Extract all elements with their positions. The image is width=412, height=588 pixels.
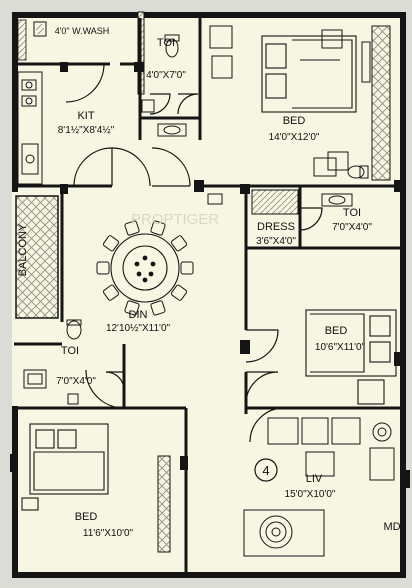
- exterior-walls: [12, 12, 406, 578]
- toilet-icon: [66, 34, 369, 340]
- floor-area: [12, 12, 406, 578]
- dining-table: [110, 233, 180, 303]
- dining-chairs: [96, 220, 194, 316]
- liv-label: LIV: [306, 473, 323, 485]
- dining-chair: [170, 235, 188, 252]
- washbasin-icon: [23, 123, 353, 389]
- balcony-area: [15, 195, 59, 319]
- bed1-label: BED: [283, 115, 306, 127]
- toi3-dim: 7'0"X4'0": [56, 376, 96, 387]
- stove-icon: [25, 81, 33, 105]
- wash-label: 4'0" W.WASH: [55, 26, 110, 36]
- washing-machine-icon: [33, 21, 47, 37]
- bed1-dim: 14'0"X12'0": [269, 132, 320, 143]
- toi1-dim: 4'0"X7'0": [146, 70, 186, 81]
- bed3-dim: 11'6"X10'0": [83, 528, 134, 539]
- watermark: PROPTIGER: [131, 211, 220, 228]
- armchair-icon: [209, 25, 371, 171]
- dining-chair: [102, 284, 120, 301]
- bed-furniture-1: [261, 35, 357, 113]
- dining-chair: [124, 220, 140, 236]
- door-swings: [65, 63, 323, 443]
- dining-chair: [180, 261, 194, 275]
- dresser-icon: [207, 189, 299, 215]
- toi2-label: TOI: [343, 207, 361, 219]
- dining-chair: [170, 284, 188, 301]
- kit-label: KIT: [77, 110, 94, 122]
- kit-dim: 8'1½"X8'4½": [58, 125, 115, 136]
- dining-chair: [150, 220, 166, 236]
- shower-icon: [67, 99, 337, 405]
- md-label: MD: [383, 521, 400, 533]
- dining-chair: [150, 300, 166, 316]
- bed-furniture-3: [21, 423, 109, 511]
- bed3-label: BED: [75, 511, 98, 523]
- rug-icon: [243, 509, 325, 557]
- toi3-label: TOI: [61, 345, 79, 357]
- din-label: DIN: [129, 309, 148, 321]
- room-marker: 4: [262, 463, 269, 478]
- toi2-dim: 7'0"X4'0": [332, 222, 372, 233]
- kitchen-counter: [17, 71, 43, 185]
- wall-joints: [10, 62, 410, 488]
- dining-chair: [124, 300, 140, 316]
- room-marker-circle: [254, 458, 278, 482]
- balcony-label: BALCONY: [17, 223, 29, 276]
- dining-chair: [102, 235, 120, 252]
- liv-dim: 15'0"X10'0": [285, 489, 336, 500]
- bed2-dim: 10'6"X11'0": [315, 342, 366, 353]
- dress-label: DRESS: [257, 221, 295, 233]
- bed2-label: BED: [325, 325, 348, 337]
- dress-dim: 3'6"X4'0": [256, 236, 296, 247]
- toi1-label: TOI: [157, 37, 175, 49]
- bed-furniture-2: [305, 309, 397, 405]
- dining-chair: [96, 261, 110, 275]
- sofa-set: [267, 417, 395, 481]
- table-dots: [134, 255, 156, 283]
- din-dim: 12'10½"X11'0": [106, 323, 171, 334]
